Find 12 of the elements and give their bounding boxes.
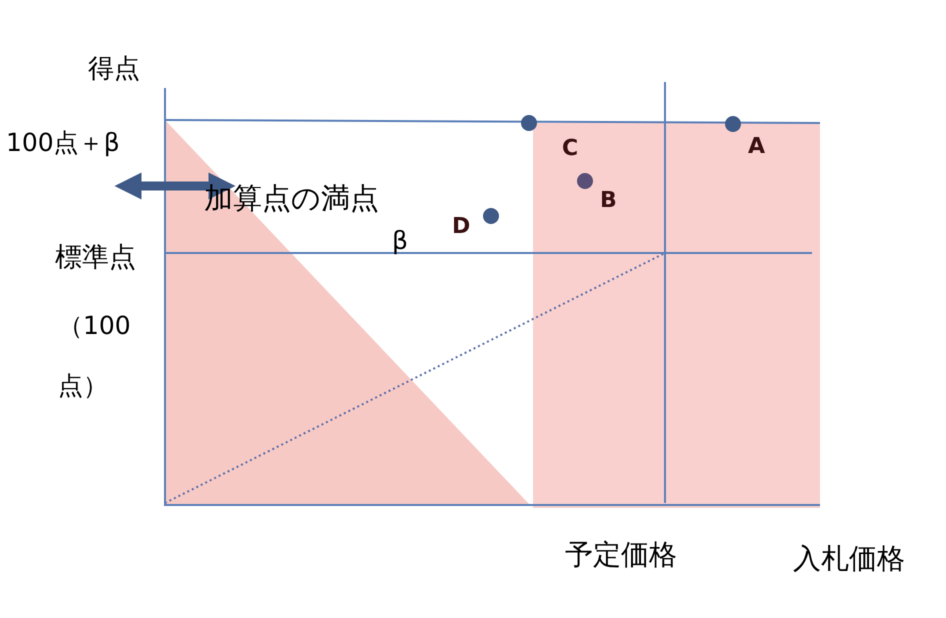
tick-label: 100点＋β xyxy=(6,127,120,159)
annotation-text: β xyxy=(392,225,408,257)
point-label: B xyxy=(600,187,617,215)
tick-label: 標準点 xyxy=(55,241,136,275)
point-label: C xyxy=(562,135,578,163)
tick-label: （100点） xyxy=(58,310,132,402)
axis-label: 入札価格 xyxy=(793,541,905,577)
point-label: A xyxy=(748,133,766,161)
axis-tick-label: 予定価格 xyxy=(565,537,677,573)
point-label: D xyxy=(452,213,470,241)
axis-label: 得点 xyxy=(88,53,140,86)
annotation-text: 加算点の満点 xyxy=(204,180,379,217)
